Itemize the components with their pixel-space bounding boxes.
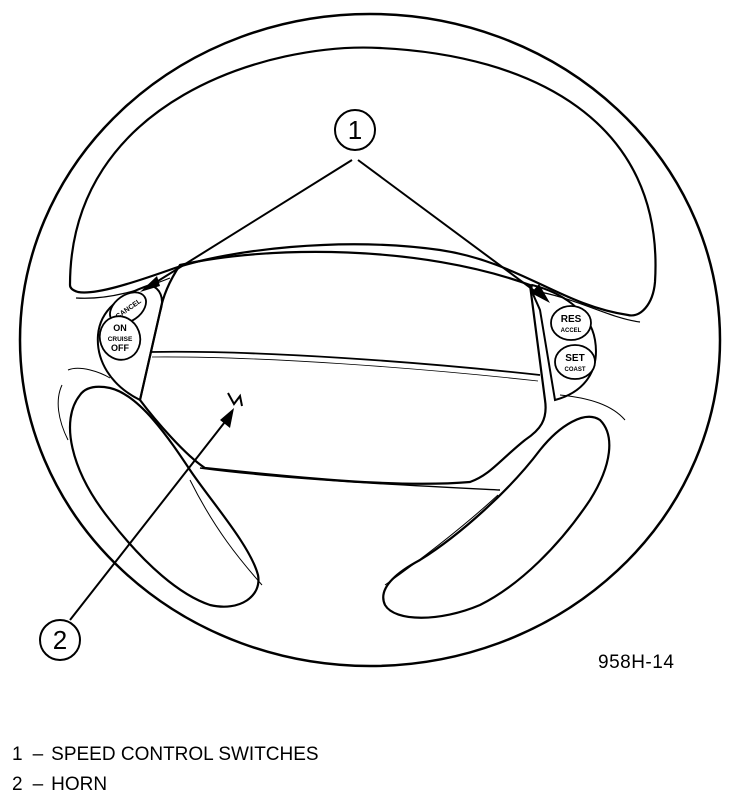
horn-icon: [227, 392, 243, 407]
cruise-off-label: OFF: [111, 343, 129, 353]
legend: 1–SPEED CONTROL SWITCHES 2–HORN: [12, 740, 319, 800]
legend-number: 1: [12, 744, 23, 765]
cruise-on-label: ON: [113, 323, 127, 333]
figure-id: 958H-14: [598, 652, 675, 673]
callout-2-label: 2: [53, 625, 67, 655]
left-switch-group: CANCEL ON CRUISE OFF: [94, 291, 147, 365]
leader-line-1-right: [357, 159, 541, 296]
legend-item-horn: 2–HORN: [12, 770, 319, 800]
right-switch-group: RES ACCEL SET COAST: [550, 305, 596, 380]
accel-label: ACCEL: [561, 328, 582, 334]
wheel-rim-inner-line-right: [539, 291, 641, 323]
right-rim-detail: [384, 494, 499, 586]
callout-1-circle: [334, 109, 376, 151]
left-lower-opening: [68, 385, 260, 608]
leader-line-2: [69, 417, 229, 621]
right-spoke-pod: [530, 283, 597, 402]
set-coast-button[interactable]: [554, 344, 596, 380]
wheel-upper-opening: [68, 46, 657, 317]
coast-label: COAST: [565, 367, 586, 373]
callout-1-label: 1: [348, 115, 362, 145]
legend-label: SPEED CONTROL SWITCHES: [51, 744, 319, 765]
legend-dash: –: [32, 744, 44, 765]
hub-seam: [149, 350, 541, 376]
legend-dash: –: [32, 774, 44, 795]
legend-number: 2: [12, 774, 23, 795]
right-rim-detail-2: [559, 394, 626, 421]
legend-item-speed-control: 1–SPEED CONTROL SWITCHES: [12, 740, 319, 770]
cruise-label: CRUISE: [108, 336, 133, 343]
leader-arrow-1-left: [140, 276, 160, 292]
wheel-rim-outer: [18, 12, 722, 668]
leader-arrow-2: [220, 408, 234, 428]
cruise-on-off-button[interactable]: [94, 310, 147, 365]
res-accel-button[interactable]: [550, 305, 592, 341]
legend-label: HORN: [51, 774, 108, 795]
leader-line-1-left: [149, 159, 353, 287]
wheel-rim-inner-line: [75, 277, 171, 299]
left-rim-detail: [57, 384, 69, 441]
hub-seam-shadow: [151, 356, 539, 382]
left-spoke-detail: [189, 479, 263, 586]
leader-arrow-1-right: [531, 284, 550, 303]
callout-2-circle: [39, 619, 81, 661]
rim-detail-left-upper: [67, 367, 111, 379]
res-label: RES: [561, 314, 582, 325]
hub-lower-edge: [199, 467, 501, 491]
set-label: SET: [565, 353, 584, 364]
center-hub: [138, 250, 547, 485]
right-lower-opening: [382, 415, 611, 619]
